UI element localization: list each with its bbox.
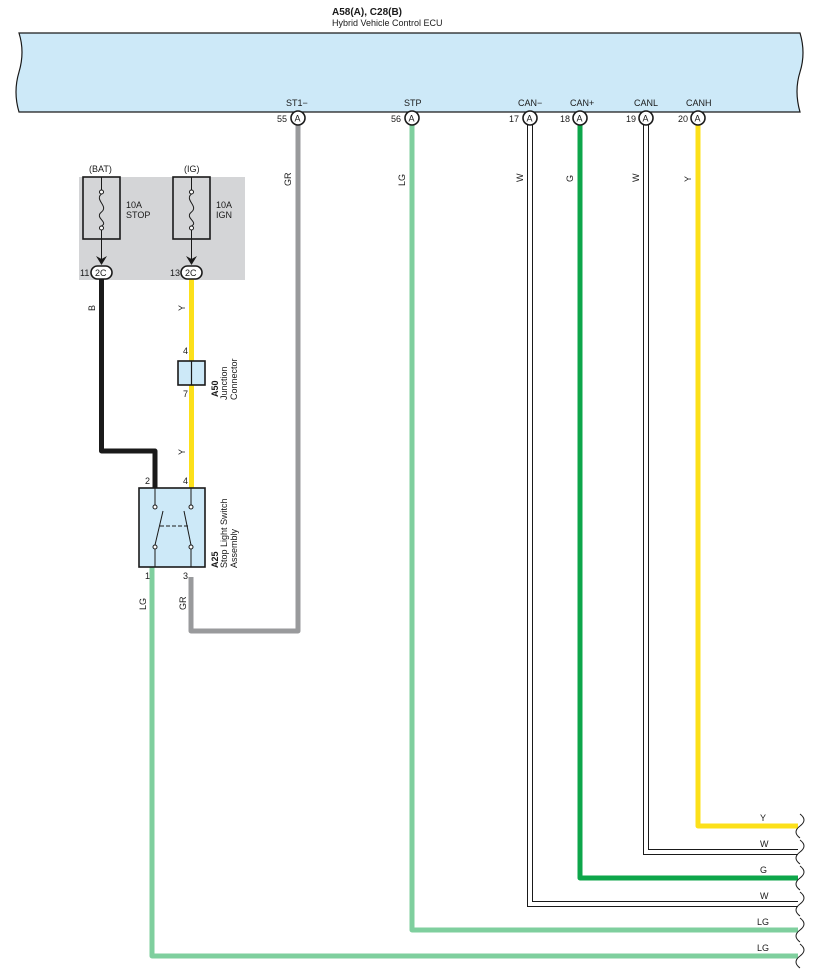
fuse-stop-arrow-icon (96, 256, 107, 265)
switch-pin-2: 2 (145, 476, 150, 486)
ecu-pin-number-st1: 55 (277, 114, 287, 124)
ecu-pin-signal-can-minus: CAN− (518, 98, 542, 108)
junction-name-line-2: Connector (229, 358, 239, 400)
ecu-pin-signal-can-plus: CAN+ (570, 98, 594, 108)
exit-label-canl: W (760, 839, 769, 849)
junction-id: A50 (210, 380, 220, 397)
wire-label-switch-out-1: LG (138, 598, 148, 610)
wire-label-stp: LG (397, 174, 407, 186)
wire-label-canh: Y (683, 176, 693, 182)
wire-bat-feed-b (99, 279, 158, 488)
fuse-stop-connector-pin: 11 (80, 268, 89, 278)
ecu-pin-number-canh: 20 (678, 114, 688, 124)
ecu-pin-number-stp: 56 (391, 114, 401, 124)
wire-can-minus-outline (527, 118, 798, 907)
wire-canl-outline (643, 118, 798, 855)
ecu-pin-connector-st1: A (295, 114, 301, 124)
ecu-pin-connector-canl: A (643, 114, 649, 124)
ecu-pin-number-canl: 19 (626, 114, 636, 124)
switch-name: Stop Light SwitchAssembly (219, 498, 239, 568)
wire-canh-y (695, 118, 798, 829)
wire-label-bat-feed: B (87, 305, 97, 311)
fuse-ign-arrow-icon (186, 256, 197, 265)
junction-pin-bottom: 7 (183, 389, 188, 399)
exit-label-can-plus: G (760, 865, 767, 875)
exit-label-stp: LG (757, 917, 769, 927)
fuse-ign-icon (188, 177, 195, 239)
wire-can-plus-g (577, 118, 798, 881)
fuse-stop-name: STOP (126, 210, 150, 220)
wire-st1-gr (188, 118, 301, 634)
wire-label-st1: GR (283, 172, 293, 186)
wire-switch-out-lg (149, 567, 798, 959)
ecu-pin-number-can-minus: 17 (509, 114, 519, 124)
ecu-pin-connector-can-minus: A (527, 114, 533, 124)
junction-connector-a50: 4 7 A50 JunctionConnector (177, 346, 239, 400)
ecu-body (15, 32, 804, 113)
fuse-stop-rating: 10A (126, 200, 142, 210)
ecu-pin-number-can-plus: 18 (560, 114, 570, 124)
ecu-pin-signal-stp: STP (404, 98, 422, 108)
wire-break-marks (795, 813, 805, 969)
wire-label-ig-feed-lower: Y (177, 449, 187, 455)
wire-label-can-minus: W (515, 173, 525, 182)
exit-label-switch-out: LG (757, 943, 769, 953)
fuse-stop-connector-code: 2C (95, 268, 107, 278)
ecu-pin-st1: 55 A (277, 110, 306, 126)
fuse-box-background (79, 177, 245, 280)
ecu-pin-can-minus: 17 A (509, 110, 538, 126)
fuse-ig-group-label: (IG) (184, 164, 200, 174)
exit-label-canh: Y (760, 813, 766, 823)
ecu-pin-canh: 20 A (678, 110, 706, 126)
ecu-pin-can-plus: 18 A (560, 110, 588, 126)
wire-canl-w (644, 118, 798, 854)
ecu-pin-signal-canh: CANH (686, 98, 712, 108)
ecu-header: A58(A), C28(B) (332, 7, 402, 18)
switch-name-line-1: Stop Light Switch (219, 498, 229, 568)
wire-stp-lg (409, 118, 798, 933)
fuse-bat-group-label: (BAT) (89, 164, 112, 174)
switch-pin-1: 1 (145, 571, 150, 581)
switch-name-line-2: Assembly (229, 528, 239, 568)
ecu-pin-signal-st1: ST1− (286, 98, 308, 108)
ecu-name: Hybrid Vehicle Control ECU (332, 18, 443, 28)
wire-label-canl: W (631, 173, 641, 182)
fuse-stop-icon (98, 177, 105, 239)
fuse-ign-connector: 13 2C (170, 265, 203, 280)
wire-can-minus-w (528, 118, 798, 906)
junction-name-line-1: Junction (219, 366, 229, 400)
ecu-pin-signal-canl: CANL (634, 98, 658, 108)
fuse-ign-rating: 10A (216, 200, 232, 210)
ecu-pin-canl: 19 A (626, 110, 654, 126)
switch-pin-3: 3 (183, 571, 188, 581)
wire-label-ig-feed-upper: Y (177, 305, 187, 311)
ecu-pin-connector-stp: A (409, 114, 415, 124)
fuse-ign-name: IGN (216, 210, 232, 220)
fuse-ign-connector-pin: 13 (170, 268, 180, 278)
switch-id: A25 (210, 551, 220, 568)
fuse-stop-connector: 11 2C (80, 265, 113, 280)
stop-light-switch-a25: 2 4 1 3 A25 Stop Light SwitchAssembly (138, 476, 239, 581)
junction-pin-top: 4 (183, 346, 188, 356)
wire-label-can-plus: G (565, 175, 575, 182)
switch-pin-4: 4 (183, 476, 188, 486)
exit-label-can-minus: W (760, 891, 769, 901)
ecu-pin-connector-can-plus: A (577, 114, 583, 124)
junction-name: JunctionConnector (219, 358, 239, 400)
fuse-ign-connector-code: 2C (185, 268, 197, 278)
ecu-pin-connector-canh: A (695, 114, 701, 124)
ecu-pin-stp: 56 A (391, 110, 420, 126)
wire-label-switch-out-3: GR (178, 596, 188, 610)
